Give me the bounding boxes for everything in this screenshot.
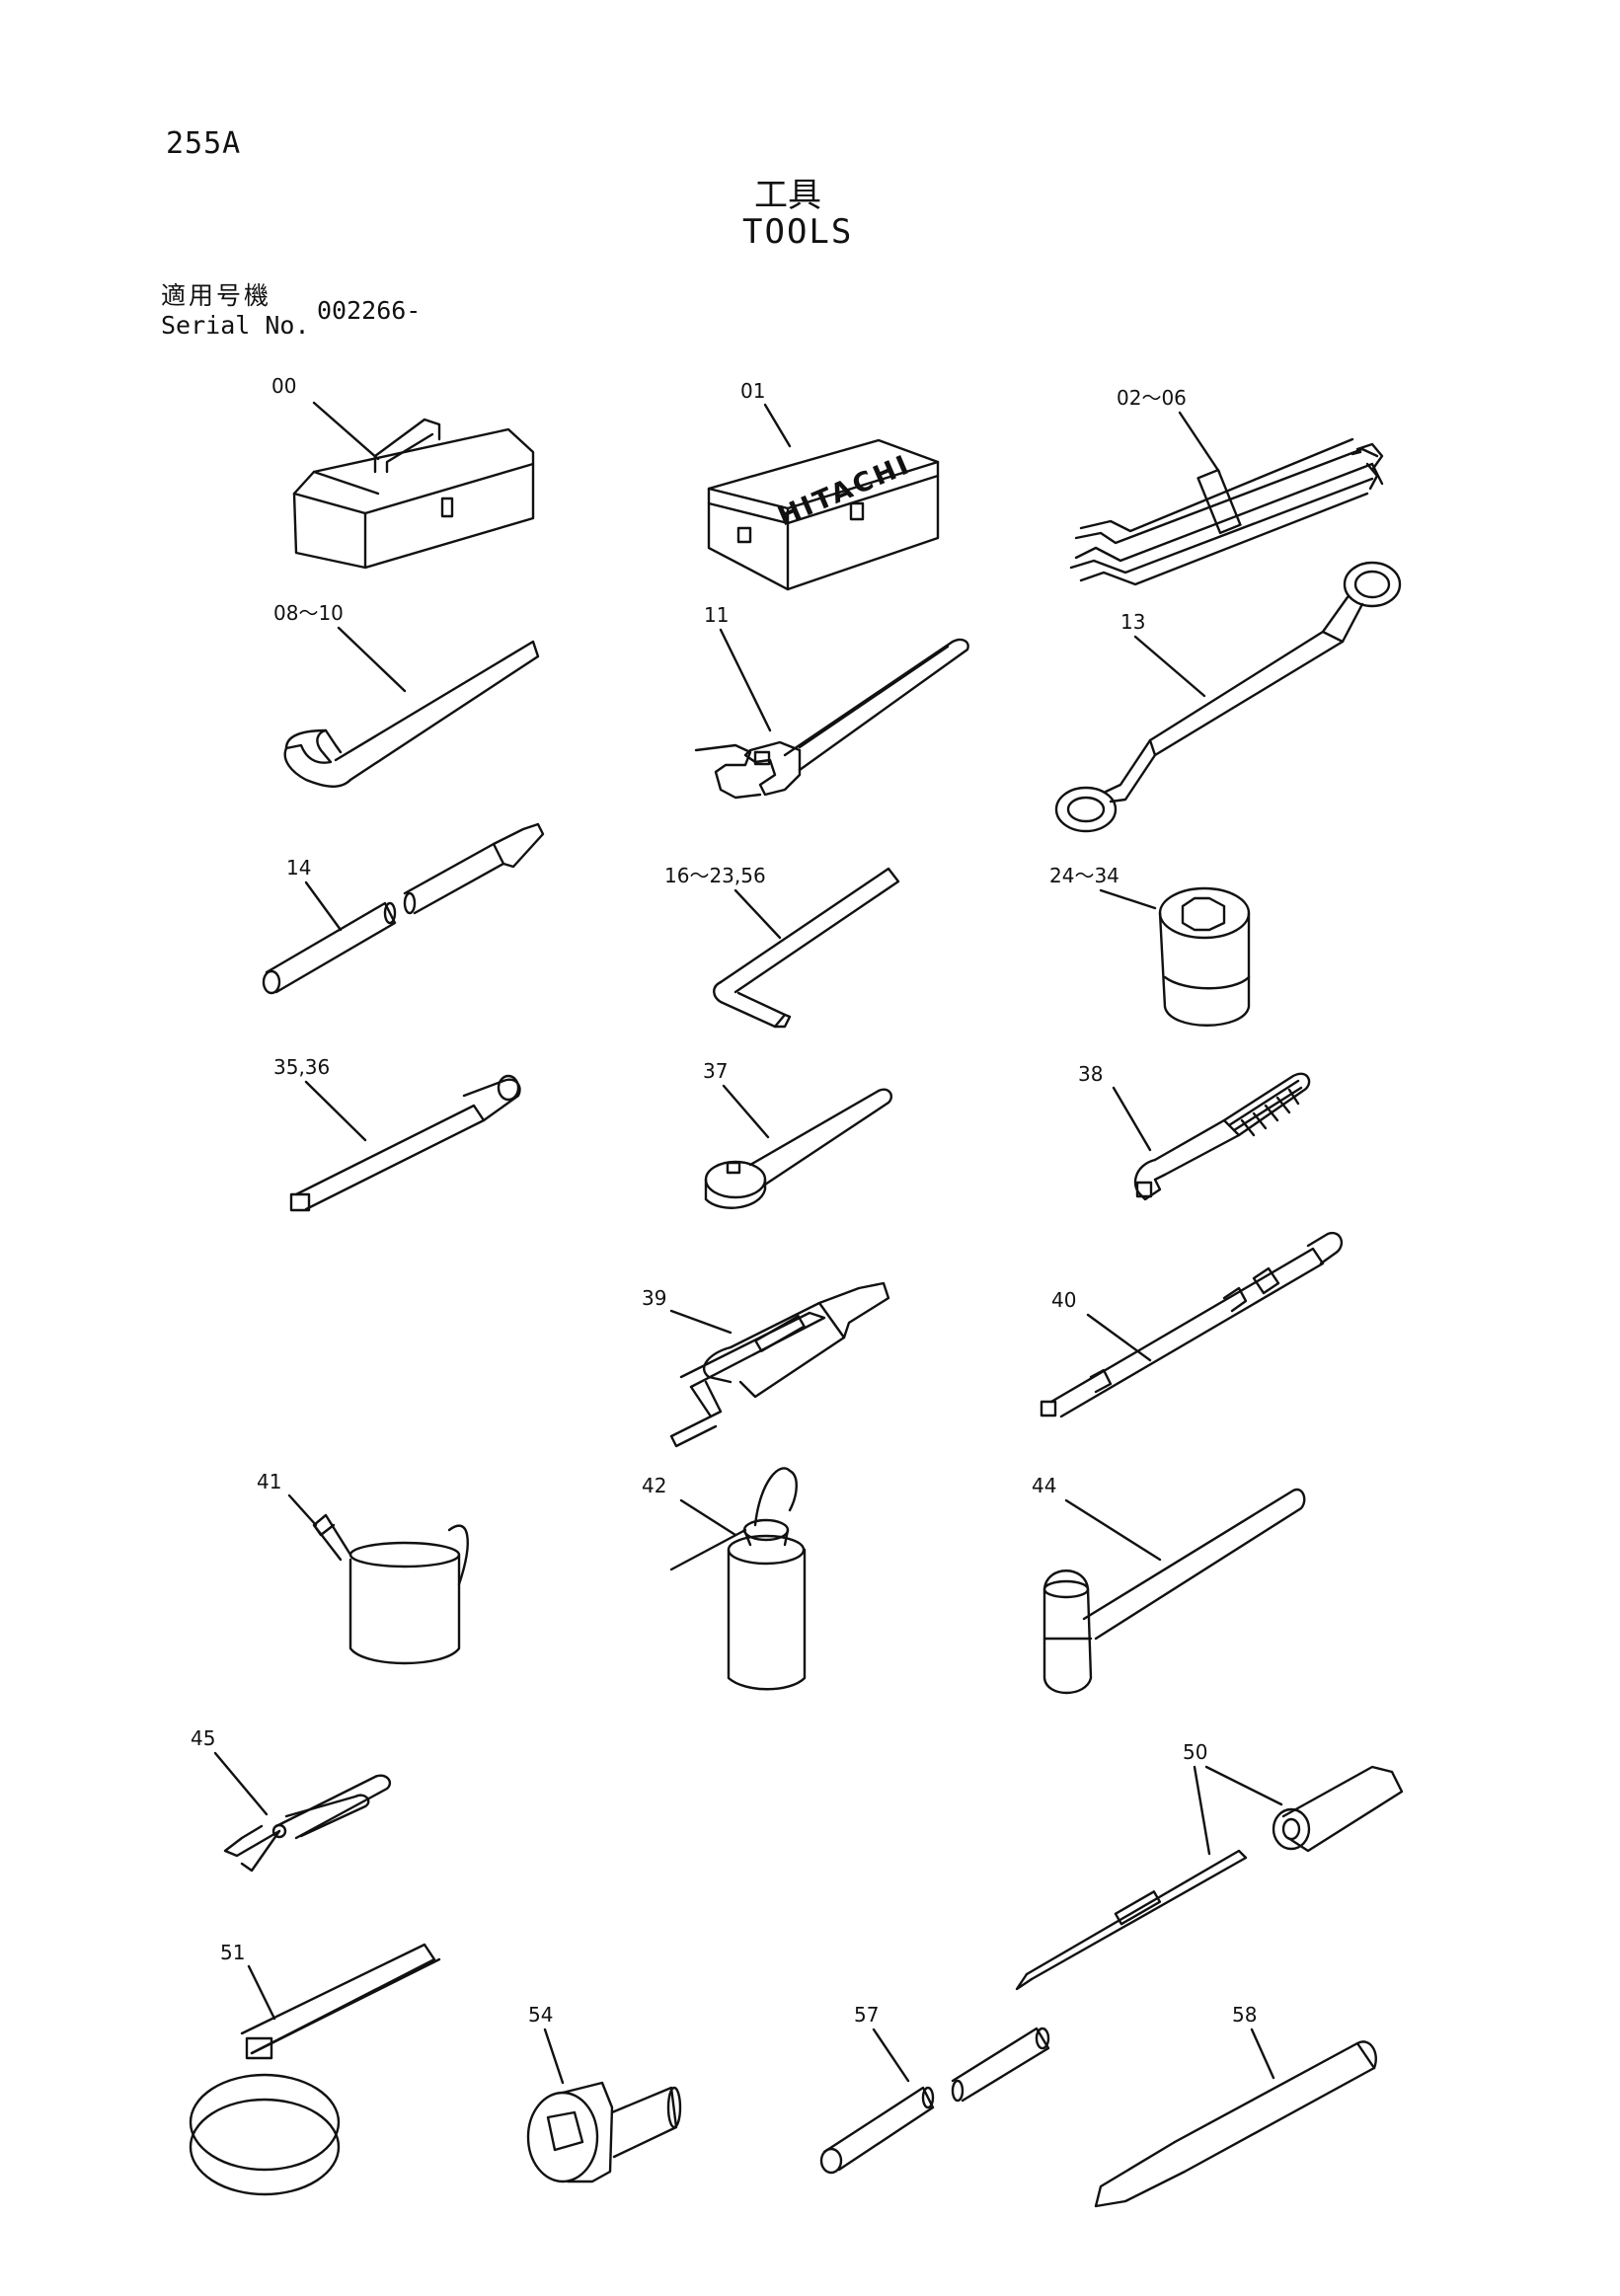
pliers-icon: 45 xyxy=(191,1726,392,1873)
part-label: 37 xyxy=(703,1059,728,1083)
screwdriver-icon: 50 xyxy=(1015,1740,1404,1991)
oil-jug-icon: 41 xyxy=(257,1470,469,1665)
combination-wrench-set-icon: 02～06 xyxy=(1069,386,1384,586)
socket-adapter-icon: 54 xyxy=(526,2003,682,2183)
part-label: 38 xyxy=(1078,1062,1103,1086)
socket-extension-icon: 35,36 xyxy=(273,1055,521,1212)
pipe-icon: 57 xyxy=(819,2003,1050,2175)
part-label: 39 xyxy=(642,1286,666,1310)
part-label: 40 xyxy=(1051,1288,1076,1312)
page-number: 255A xyxy=(166,126,242,161)
part-label: 02～06 xyxy=(1117,386,1187,410)
torque-wrench-icon: 40 xyxy=(1040,1231,1344,1418)
open-end-wrench-icon: 08～10 xyxy=(273,601,540,788)
adjustable-wrench-icon: 11 xyxy=(694,603,969,800)
part-label: 00 xyxy=(271,374,296,398)
socket-icon: 24～34 xyxy=(1049,864,1251,1027)
tool-case-icon: 01 HITACHI xyxy=(707,379,940,591)
serial-number-value: 002266- xyxy=(317,296,422,325)
ratchet-handle-icon: 37 xyxy=(703,1059,892,1209)
l-handle-icon: 38 xyxy=(1078,1062,1311,1201)
part-label: 50 xyxy=(1183,1740,1207,1764)
part-label: 13 xyxy=(1120,610,1145,634)
part-label: 58 xyxy=(1232,2003,1257,2027)
part-label: 42 xyxy=(642,1474,666,1497)
offset-box-wrench-icon: 13 xyxy=(1054,561,1402,833)
hex-key-icon: 16～23,56 xyxy=(664,864,900,1029)
part-label: 11 xyxy=(704,603,729,627)
chisel-icon: 58 xyxy=(1094,2003,1377,2208)
filter-wrench-icon: 51 xyxy=(189,1941,441,2196)
part-label: 16～23,56 xyxy=(664,864,766,887)
title-english: TOOLS xyxy=(742,212,854,252)
toolbox-icon: 00 xyxy=(271,374,535,570)
part-label: 54 xyxy=(528,2003,553,2027)
part-label: 45 xyxy=(191,1726,215,1750)
part-label: 08～10 xyxy=(273,601,344,625)
part-label: 01 xyxy=(740,379,765,403)
part-label: 57 xyxy=(854,2003,879,2027)
case-brand-label: HITACHI xyxy=(774,449,916,533)
oil-can-icon: 42 xyxy=(642,1467,807,1691)
grease-gun-icon: 39 xyxy=(642,1281,890,1448)
serial-label-english: Serial No. xyxy=(161,311,310,340)
hammer-icon: 44 xyxy=(1032,1474,1306,1695)
extension-bar-icon: 14 xyxy=(262,822,545,995)
part-label: 51 xyxy=(220,1941,245,1964)
serial-label-japanese: 適用号機 xyxy=(161,281,272,310)
title-japanese: 工具 xyxy=(754,176,821,215)
part-label: 14 xyxy=(286,856,311,880)
part-label: 41 xyxy=(257,1470,281,1493)
part-label: 24～34 xyxy=(1049,864,1119,887)
part-label: 35,36 xyxy=(273,1055,330,1079)
part-label: 44 xyxy=(1032,1474,1056,1497)
